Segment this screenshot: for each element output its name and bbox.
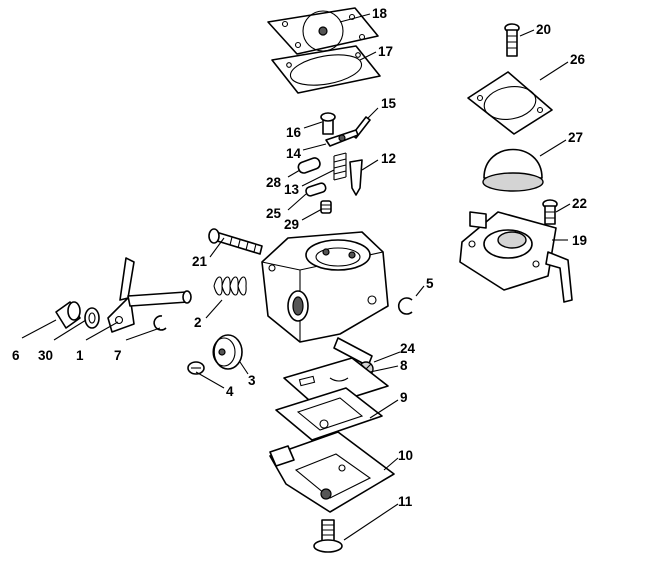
callout-2: 2	[194, 315, 202, 330]
part-9-gasket	[275, 387, 383, 441]
part-1-throttle-shaft	[107, 257, 192, 333]
callout-9: 9	[400, 390, 408, 405]
part-29	[320, 200, 332, 214]
callout-18: 18	[372, 6, 388, 21]
leader-lines	[21, 13, 571, 541]
part-28	[297, 157, 321, 174]
callout-12: 12	[381, 151, 396, 166]
callout-26: 26	[570, 52, 586, 67]
callout-19: 19	[572, 233, 587, 248]
part-17-gasket	[271, 45, 381, 94]
part-5-e-clip	[397, 297, 413, 315]
part-26-flange	[467, 71, 553, 135]
callout-17: 17	[378, 44, 393, 59]
callout-3: 3	[248, 373, 256, 388]
callout-6: 6	[12, 348, 20, 363]
callout-labels: 18 17 16 15 14 12 28 13 25 29 21 2 3 4 5…	[12, 6, 587, 509]
callout-8: 8	[400, 358, 408, 373]
part-22-screw	[542, 199, 558, 225]
part-2-spring	[213, 276, 247, 296]
part-21-adjusting-screw	[208, 228, 263, 255]
callout-14: 14	[286, 146, 302, 161]
callout-16: 16	[286, 125, 302, 140]
part-4-screw	[187, 361, 205, 375]
callout-24: 24	[400, 341, 416, 356]
carburetor-body	[261, 231, 389, 367]
part-19-pump-housing	[459, 211, 573, 303]
part-25	[305, 182, 327, 197]
part-27-primer-bulb	[482, 148, 544, 192]
callout-11: 11	[398, 494, 413, 509]
part-8-diaphragm	[283, 357, 389, 409]
callout-1: 1	[76, 348, 84, 363]
callout-13: 13	[284, 182, 300, 197]
callout-5: 5	[426, 276, 434, 291]
part-14-control-lever	[325, 129, 359, 147]
part-18-diaphragm	[267, 7, 379, 55]
part-16-screw	[320, 112, 336, 135]
part-11-screw	[313, 519, 343, 553]
callout-29: 29	[284, 217, 299, 232]
callout-28: 28	[266, 175, 282, 190]
callout-27: 27	[568, 130, 583, 145]
callout-4: 4	[226, 384, 234, 399]
callout-25: 25	[266, 206, 282, 221]
callout-20: 20	[536, 22, 551, 37]
callout-15: 15	[381, 96, 397, 111]
part-13-spring	[333, 152, 347, 181]
part-12-inlet-needle	[349, 159, 363, 196]
part-7-clip	[153, 315, 167, 331]
part-30-washer	[84, 307, 100, 329]
part-10-cover	[269, 431, 395, 513]
part-6-knob	[55, 301, 81, 329]
part-3-disc	[212, 334, 243, 370]
callout-7: 7	[114, 348, 122, 363]
callout-10: 10	[398, 448, 413, 463]
part-20-screw	[504, 23, 520, 57]
callout-30: 30	[38, 348, 53, 363]
callout-22: 22	[572, 196, 587, 211]
callout-21: 21	[192, 254, 208, 269]
